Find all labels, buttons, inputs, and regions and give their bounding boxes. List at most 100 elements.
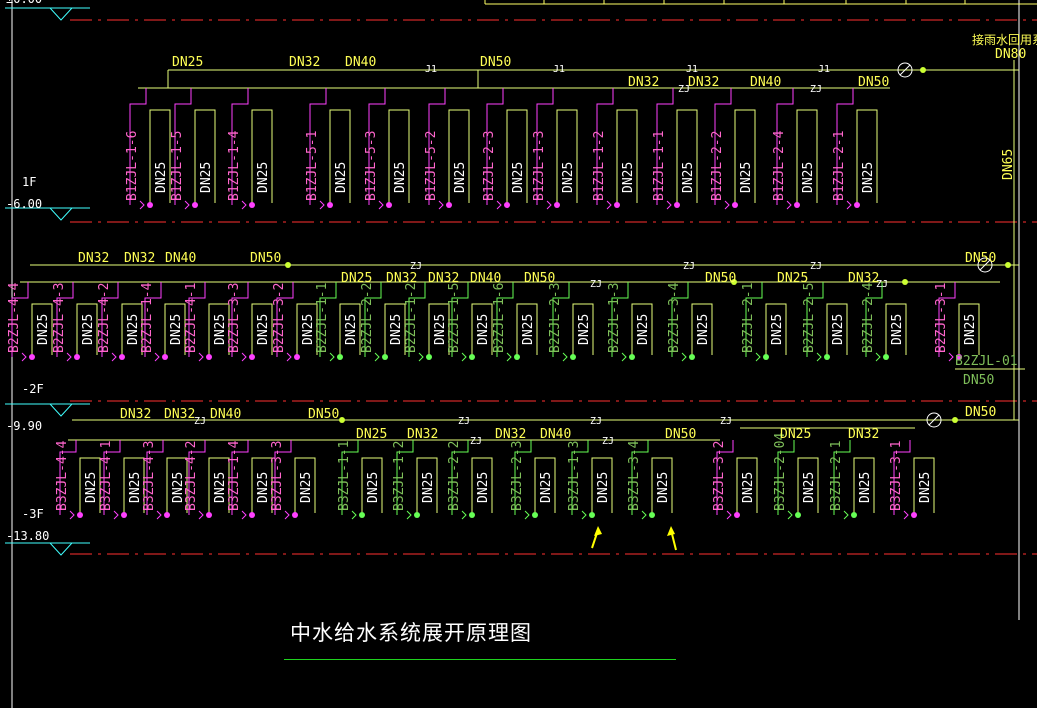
fixture-dot <box>164 512 170 518</box>
main-dn-label: DN40 <box>470 271 501 286</box>
riser-dn: DN25 <box>858 472 873 503</box>
riser-dn: DN25 <box>577 314 592 345</box>
riser-pipe <box>514 440 532 515</box>
riser-box <box>885 303 907 355</box>
riser-dn: DN25 <box>344 314 359 345</box>
riser-box <box>416 457 438 513</box>
riser-pipe <box>611 282 629 357</box>
main-dn-label: DN32 <box>428 271 459 286</box>
riser-box <box>471 303 493 355</box>
fixture-dot <box>732 202 738 208</box>
fixture-tap-icon <box>319 200 325 210</box>
meter-slash <box>979 259 991 271</box>
riser-dn: DN25 <box>81 314 96 345</box>
meter-slash <box>899 64 911 76</box>
main-dn-label: DN32 <box>164 407 195 422</box>
fixture-dot <box>824 354 830 360</box>
riser-dn: DN25 <box>521 314 536 345</box>
riser-pipe <box>631 440 649 515</box>
fixture-tap-icon <box>641 510 647 520</box>
main-dn-label: DN32 <box>78 251 109 266</box>
riser-code: B3ZJL-4-3 <box>142 441 157 511</box>
riser-code: B3ZJL-3-3 <box>270 441 285 511</box>
fixture-dot <box>121 512 127 518</box>
gate-valve-icon <box>920 67 926 73</box>
fixture-dot <box>327 202 333 208</box>
fixture-tap-icon <box>69 510 75 520</box>
valve-dot <box>1005 262 1011 268</box>
fixture-dot <box>469 354 475 360</box>
riser-code: B1ZJL-1-5 <box>170 131 185 201</box>
riser-pipe <box>188 282 206 357</box>
main-dn-label: DN32 <box>628 75 659 90</box>
riser-code: B3ZJL-1-3 <box>567 441 582 511</box>
fixture-dot <box>614 202 620 208</box>
level-triangle-icon <box>48 7 74 21</box>
callout-arrow-icon <box>591 526 602 549</box>
riser-pipe <box>103 440 121 515</box>
riser-pipe <box>938 282 956 357</box>
valve-dot <box>902 279 908 285</box>
main-dn-label: DN50 <box>308 407 339 422</box>
riser-pipe <box>231 282 249 357</box>
fixture-dot <box>469 512 475 518</box>
fixture-tap-icon <box>154 352 160 362</box>
fixture-tap-icon <box>562 352 568 362</box>
riser-dn: DN25 <box>681 162 696 193</box>
system-note: 接雨水回用系统 <box>972 32 1037 47</box>
fixture-tap-icon <box>948 352 954 362</box>
fixture-tap-icon <box>546 200 552 210</box>
main-dn-label: DN32 <box>407 427 438 442</box>
riser-pipe <box>341 440 359 515</box>
riser-code: B2ZJL-1-6 <box>492 283 507 353</box>
riser-pipe <box>276 282 294 357</box>
fixture-tap-icon <box>581 510 587 520</box>
fixture-tap-icon <box>755 352 761 362</box>
riser-box <box>506 109 528 203</box>
meter-circle <box>897 62 913 78</box>
riser-box <box>294 457 316 513</box>
fixture-dot <box>851 512 857 518</box>
riser-pipe <box>146 440 164 515</box>
riser-dn: DN25 <box>421 472 436 503</box>
fixture-tap-icon <box>66 352 72 362</box>
riser-code: B2ZJL-4-1 <box>184 283 199 353</box>
riser-code: B2ZJL-1-4 <box>140 282 155 353</box>
floor-label: -2F <box>22 382 44 396</box>
fixture-tap-icon <box>286 352 292 362</box>
riser-pipe <box>776 88 794 205</box>
riser-dn: DN25 <box>256 472 271 503</box>
riser-code: B2ZJL-3-4 <box>667 282 682 353</box>
riser-code: B2ZJL-3-3 <box>227 283 242 353</box>
riser-dn: DN25 <box>621 162 636 193</box>
water-meter-icon <box>977 257 993 273</box>
fixture-dot <box>206 354 212 360</box>
fixture-tap-icon <box>787 510 793 520</box>
pipe-tag: ZJ <box>590 279 602 290</box>
riser-box <box>79 457 101 513</box>
riser-box <box>251 109 273 203</box>
riser-code: B2ZJL-4-4 <box>7 282 22 353</box>
riser-dn: DN25 <box>213 472 228 503</box>
riser-dn: DN25 <box>199 162 214 193</box>
riser-dn: DN25 <box>963 314 978 345</box>
riser-pipe <box>59 440 77 515</box>
riser-pipe <box>836 88 854 205</box>
pipe-tag: J1 <box>818 64 830 75</box>
gate-valve-icon <box>902 279 908 285</box>
riser-box <box>164 303 186 355</box>
riser-dn: DN25 <box>84 472 99 503</box>
